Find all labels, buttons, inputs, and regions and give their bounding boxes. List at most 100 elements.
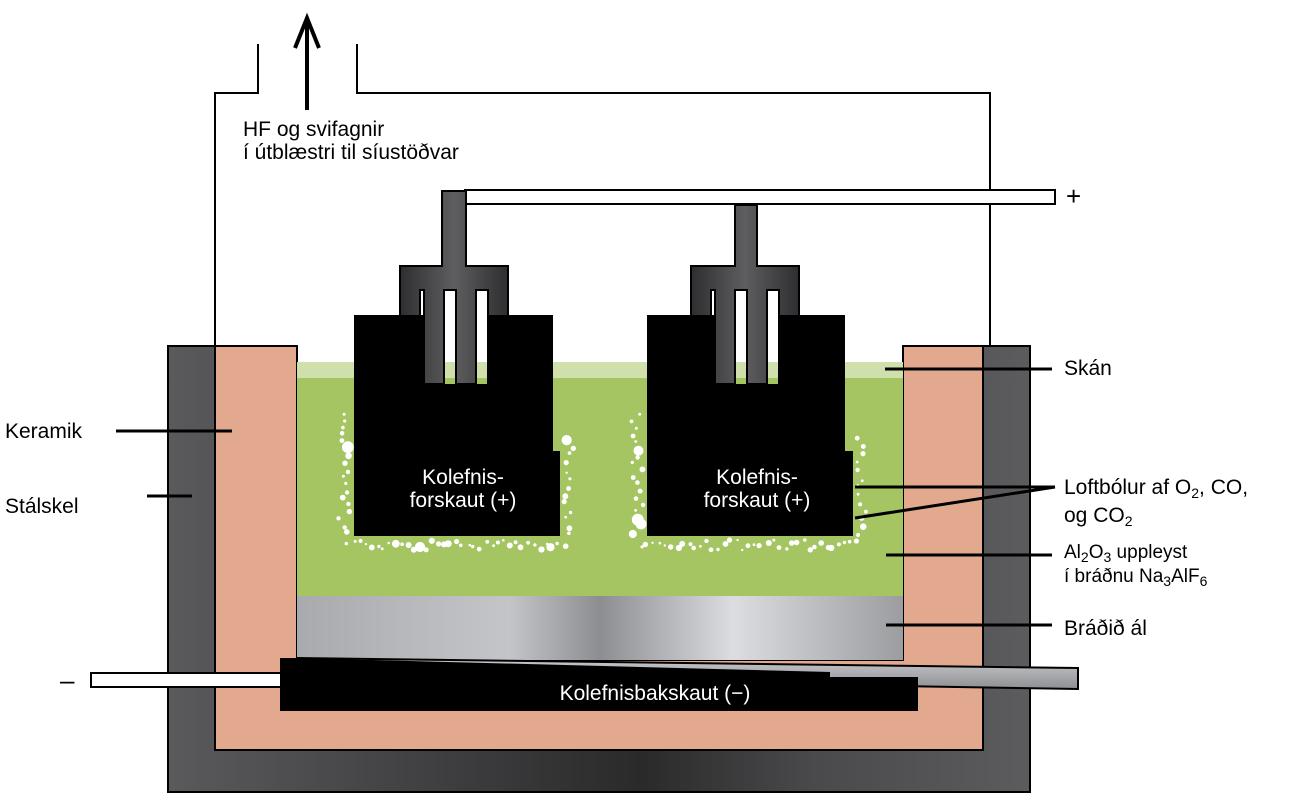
bubble <box>517 544 524 551</box>
bubble <box>726 537 733 543</box>
bubble <box>342 441 354 454</box>
bubble <box>864 509 868 514</box>
bubble <box>387 541 391 545</box>
bubble <box>563 460 569 466</box>
bubble <box>828 544 835 552</box>
bubble <box>635 455 640 460</box>
bubble <box>663 544 666 547</box>
bubble <box>699 544 702 548</box>
bubble <box>344 541 348 546</box>
molten-aluminium <box>297 596 903 660</box>
bubble <box>788 540 795 546</box>
bubble <box>628 529 637 539</box>
exhaust-label-line1: HF og svifagnir <box>243 118 384 141</box>
bubble <box>708 547 714 553</box>
bubble <box>812 544 817 550</box>
bubble <box>567 451 572 455</box>
bubble <box>476 546 482 552</box>
bubble <box>853 538 860 544</box>
bubble <box>858 502 863 507</box>
bubble <box>855 467 860 473</box>
bubble <box>339 494 346 501</box>
bubble <box>353 539 357 543</box>
electrolyte-label-line2: í bráðnu Na3AlF6 <box>1064 566 1208 589</box>
keramik-label: Keramik <box>5 420 83 443</box>
stalskel-label: Stálskel <box>5 495 79 518</box>
bubble <box>377 544 381 549</box>
leader-line-bubbles-2 <box>854 485 1056 520</box>
bubble <box>346 508 353 515</box>
bubble <box>847 539 852 544</box>
bubble <box>567 531 571 535</box>
exhaust-hood <box>214 44 991 348</box>
bubble <box>485 539 490 544</box>
bubble <box>635 518 647 530</box>
bubbles-label-line1: Loftbólur af O2, CO, <box>1064 476 1248 501</box>
negative-terminal-bar <box>90 672 282 688</box>
cathode-label: Kolefnisbakskaut (−) <box>560 682 751 705</box>
bubble <box>380 547 384 551</box>
up-arrow-icon <box>293 12 321 110</box>
bubble <box>630 433 636 439</box>
bubble <box>704 538 709 544</box>
bubble <box>495 540 500 545</box>
bubble <box>533 543 537 547</box>
bubble <box>642 541 649 548</box>
positive-busbar <box>464 189 1056 205</box>
bubble <box>772 538 776 542</box>
bubble <box>502 539 505 542</box>
bubble <box>856 492 860 496</box>
bubble <box>423 547 429 553</box>
bubble <box>668 544 674 550</box>
bubble <box>566 486 571 491</box>
bubble <box>562 543 569 549</box>
bubble <box>468 543 472 547</box>
bubble <box>343 419 347 423</box>
bubble <box>679 540 686 547</box>
bubble <box>818 540 824 546</box>
bubble <box>561 499 567 505</box>
bubble <box>741 548 744 552</box>
bubble <box>633 445 644 456</box>
bubble <box>842 540 847 545</box>
bubble <box>639 466 646 473</box>
bubble <box>526 540 530 545</box>
bubble <box>691 545 696 551</box>
bubble <box>492 544 495 548</box>
bubble <box>555 541 559 546</box>
bubble <box>513 540 518 545</box>
bubble <box>635 480 640 485</box>
bubble <box>807 547 813 553</box>
bubble <box>637 488 643 494</box>
bubble <box>346 501 351 507</box>
gas-bubbles <box>336 412 868 553</box>
bubble <box>435 541 442 547</box>
bubble <box>765 540 772 546</box>
bubble <box>640 545 644 549</box>
exhaust-label-line2: í útblæstri til síustöðvar <box>243 141 459 164</box>
bubble <box>345 469 351 475</box>
bubble <box>716 547 720 552</box>
bubble <box>364 542 368 546</box>
bubble <box>566 525 573 532</box>
bubble <box>428 537 435 544</box>
bubble <box>391 539 400 548</box>
bubble <box>640 502 646 508</box>
bubble <box>860 479 864 483</box>
anode-2-label-line2: forskaut (+) <box>704 489 811 512</box>
molten-aluminium-label: Bráðið ál <box>1064 617 1147 640</box>
bubble <box>564 515 568 519</box>
bubble <box>629 419 634 424</box>
anode-2-block <box>647 315 853 536</box>
bubble <box>471 544 475 549</box>
bubble <box>658 541 662 545</box>
bubble <box>459 543 463 548</box>
bubble <box>345 452 352 460</box>
bubble <box>651 541 654 544</box>
bubble <box>342 525 347 530</box>
bubble <box>568 510 573 515</box>
bubble <box>562 493 569 500</box>
bubble <box>793 539 800 546</box>
bubble <box>546 543 555 552</box>
bubble <box>414 541 426 553</box>
